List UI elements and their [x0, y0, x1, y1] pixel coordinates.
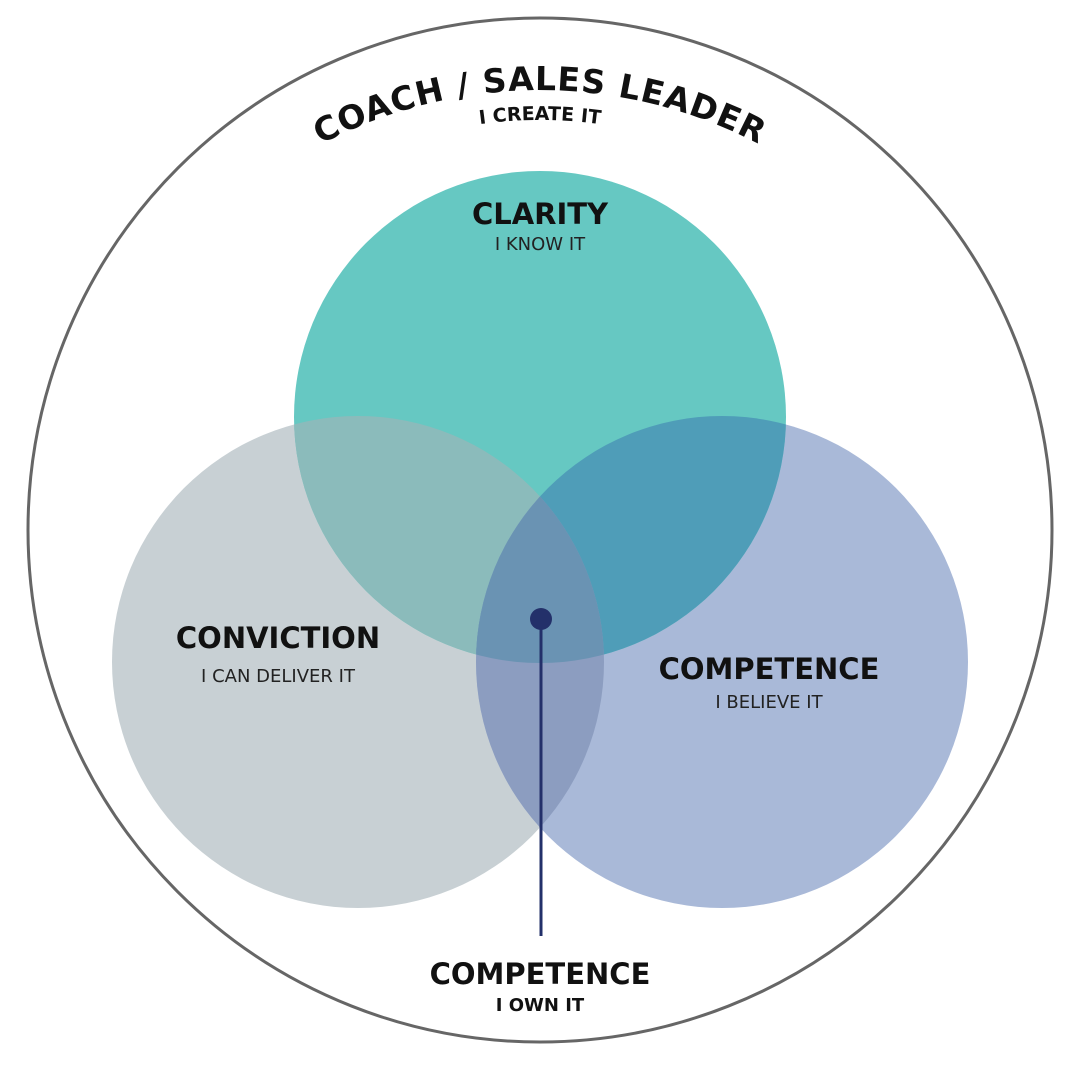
callout-subtitle: I OWN IT — [496, 995, 585, 1016]
conviction-title: CONVICTION — [176, 621, 380, 655]
conviction-subtitle: I CAN DELIVER IT — [201, 666, 356, 687]
competence-title: COMPETENCE — [659, 652, 880, 686]
clarity-subtitle: I KNOW IT — [495, 234, 586, 255]
callout-dot — [530, 608, 552, 630]
clarity-title: CLARITY — [472, 197, 609, 231]
outer-circle — [26, 16, 1054, 1044]
outer-subtitle: I CREATE IT — [478, 103, 603, 129]
competence-subtitle: I BELIEVE IT — [715, 692, 823, 713]
svg-text:I CREATE IT: I CREATE IT — [478, 103, 603, 129]
callout-title: COMPETENCE — [430, 957, 651, 991]
